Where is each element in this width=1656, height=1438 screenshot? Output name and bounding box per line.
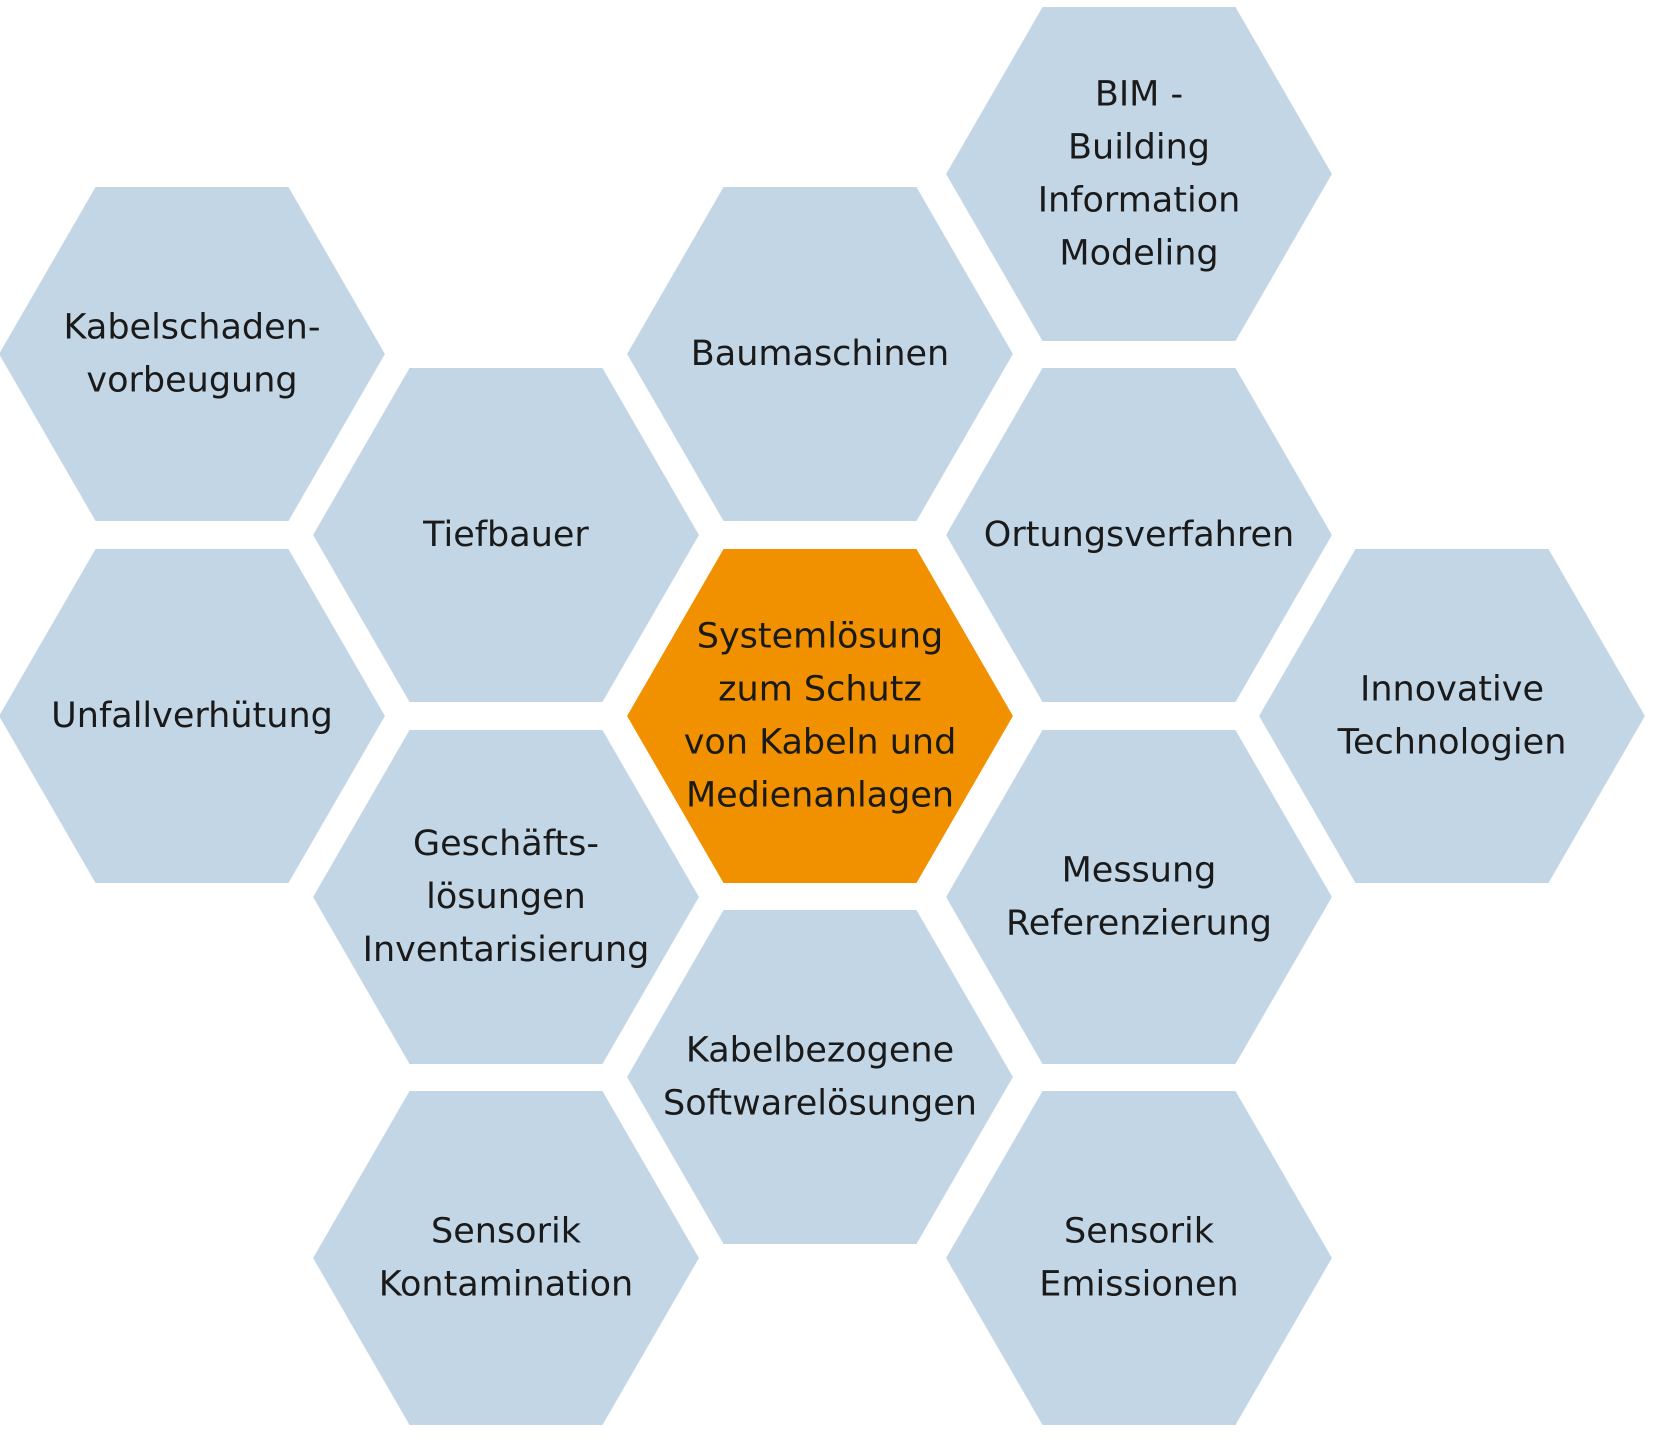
hexagon-shape xyxy=(296,1077,716,1438)
hexagon-label-line: Building xyxy=(1068,128,1210,168)
hexagon-label-line: Kabelbezogene xyxy=(686,1031,954,1071)
hexagon-label-line: vorbeugung xyxy=(86,361,297,401)
hexagon-shape xyxy=(296,354,716,716)
hexagon-label-line: Sensorik xyxy=(1064,1212,1215,1252)
hexagon-shape xyxy=(0,173,402,535)
hexagon-label-line: Emissionen xyxy=(1039,1265,1238,1305)
hexagon-label-line: Systemlösung xyxy=(697,617,943,657)
hexagon-label-line: Softwarelösungen xyxy=(663,1084,977,1124)
hexagon-shape xyxy=(1242,535,1656,897)
hexagon-shape xyxy=(929,1077,1349,1438)
hexagon-label-line: Inventarisierung xyxy=(363,930,650,970)
hexagon-label-line: Innovative xyxy=(1360,670,1544,710)
hexagon-label-line: Kabelschaden- xyxy=(64,308,321,348)
hexagon-label-line: Messung xyxy=(1062,851,1217,891)
hexagon-shape xyxy=(929,716,1349,1078)
hexagon-label-line: von Kabeln und xyxy=(684,723,957,763)
hexagon-label-line: Kontamination xyxy=(379,1265,633,1305)
hex-kabelschaden: Kabelschaden-vorbeugung xyxy=(0,173,402,535)
hexagon-label-line: zum Schutz xyxy=(718,670,922,710)
hexagon-label-line: Medienanlagen xyxy=(686,776,954,816)
hexagon-shape xyxy=(929,354,1349,716)
hexagon-label-line: Ortungsverfahren xyxy=(984,515,1294,555)
hexagon-label-line: Referenzierung xyxy=(1006,904,1272,944)
hex-unfallverhuetung: Unfallverhütung xyxy=(0,535,402,897)
hex-ortungsverfahren: Ortungsverfahren xyxy=(929,354,1349,716)
hexagon-shape xyxy=(610,896,1030,1258)
hexagon-shape xyxy=(0,535,402,897)
hexagon-shape xyxy=(929,0,1349,355)
hexagon-shape xyxy=(610,535,1030,897)
hex-systemloesung: Systemlösung zum Schutz von Kabeln undMedi… xyxy=(610,535,1030,897)
hexagon-label-line: Information xyxy=(1038,181,1241,221)
hexagon-label-line: BIM - xyxy=(1095,75,1183,115)
hexagon-label-line: Tiefbauer xyxy=(422,515,589,555)
hexagon-label-line: Modeling xyxy=(1059,234,1218,274)
hexagon-shape xyxy=(610,173,1030,535)
hexagon-label-line: Baumaschinen xyxy=(691,334,949,374)
hex-tiefbauer: Tiefbauer xyxy=(296,354,716,716)
hexagon-shape xyxy=(296,716,716,1078)
hex-baumaschinen: Baumaschinen xyxy=(610,173,1030,535)
hexagon-label-line: lösungen xyxy=(426,877,586,917)
hexagon-label-line: Geschäfts- xyxy=(413,824,599,864)
hexagon-label-line: Unfallverhütung xyxy=(51,696,333,736)
hexagon-label-line: Technologien xyxy=(1337,723,1567,763)
hexagon-label-line: Sensorik xyxy=(431,1212,582,1252)
